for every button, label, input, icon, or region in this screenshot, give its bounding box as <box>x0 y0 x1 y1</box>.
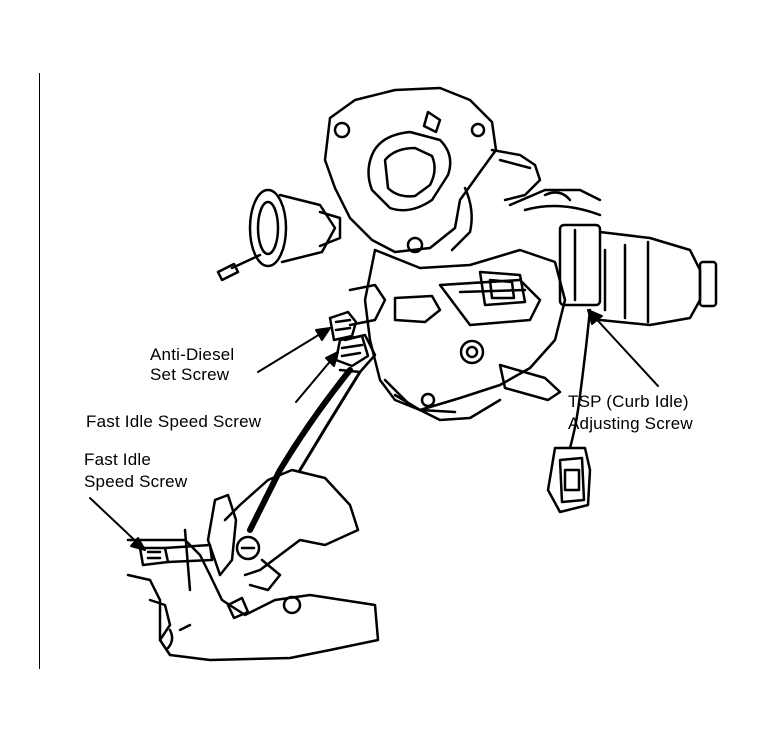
left-border-line <box>39 73 40 669</box>
tsp-solenoid <box>490 148 718 327</box>
vacuum-diaphragm <box>216 188 342 282</box>
fast-idle-speed-screw-label: Fast Idle Speed Screw <box>86 412 262 431</box>
wiring-connector <box>546 308 592 514</box>
fast-idle-detail-view <box>126 468 380 662</box>
throttle-body <box>338 248 567 422</box>
screw-cluster <box>328 294 442 368</box>
pointer-arrows <box>89 309 659 551</box>
anti-diesel-label-line1: Anti-Diesel <box>150 345 235 364</box>
tsp-label-line1: TSP (Curb Idle) <box>568 392 689 411</box>
tsp-label-line2: Adjusting Screw <box>568 414 693 433</box>
anti-diesel-arrow <box>257 327 331 373</box>
tsp-arrow <box>587 309 659 387</box>
fast-idle-detail-label-line2: Speed Screw <box>84 472 188 491</box>
choke-housing <box>323 86 498 254</box>
linkage-arm <box>247 367 362 533</box>
fast-idle-detail-label-line1: Fast Idle <box>84 450 151 469</box>
anti-diesel-label-line2: Set Screw <box>150 365 230 384</box>
